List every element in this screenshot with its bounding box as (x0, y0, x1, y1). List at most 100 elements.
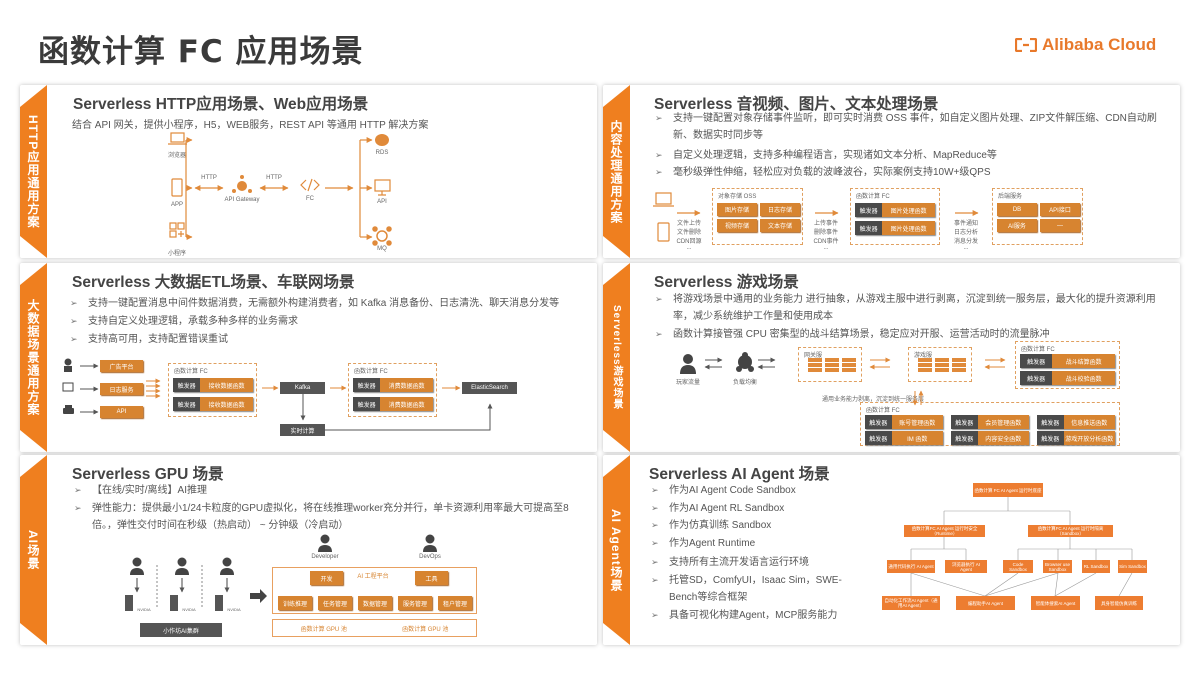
trigger-label: 触发器 (855, 221, 883, 235)
backend-item: DB (997, 203, 1037, 216)
backend-group: 后端服务 DB API接口 AI服务 — (992, 188, 1083, 245)
tree-node-l3: RL Sandbox (1082, 560, 1110, 573)
side-tab-gpu: AI场景 (20, 455, 47, 645)
trigger-function: 触发器消费数据函数 (353, 397, 433, 411)
group-caption: 函数计算 FC (174, 369, 208, 375)
event-label: 事件通知 (953, 221, 979, 227)
protocol-label: HTTP (201, 175, 217, 181)
gpu-pool-label: 函数计算 GPU 池 (402, 626, 449, 633)
bullet: 支持一键配置消息中间件数据消费，无需额外构建消费者，如 Kafka 消息备份、日… (70, 295, 559, 312)
elasticsearch-box: ElasticSearch (462, 382, 517, 394)
client-label: 浏览器 (167, 153, 187, 159)
backend-item: API接口 (1040, 203, 1080, 216)
gateway-server-group: 网关服 (798, 347, 862, 382)
event-label: 上传事件 (813, 221, 839, 227)
lb-label: 负载均衡 (732, 380, 758, 386)
function-label: 接收数据函数 (200, 378, 253, 392)
side-tab-label: AI Agent场景 (609, 508, 623, 592)
trigger-function: 触发器图片处理函数 (855, 221, 935, 235)
cluster-box: 小作坊AI集群 (140, 623, 222, 637)
side-tab-label: HTTP应用通用方案 (26, 114, 40, 229)
event-label: 消息分发 (953, 239, 979, 245)
gpu-server-icons (125, 595, 223, 611)
panel-title: Serverless HTTP应用场景、Web应用场景 (73, 96, 369, 113)
function-label: 账号管理函数 (891, 415, 943, 429)
function-label: 信息推送函数 (1063, 415, 1115, 429)
protocol-label: HTTP (266, 175, 282, 181)
trigger-function: 触发器内容安全函数 (951, 431, 1029, 445)
mq-icon (372, 226, 392, 246)
nvidia-label: NVIDIA (182, 607, 196, 612)
oss-group: 对象存储 OSS 图片存储 日志存储 视频存储 文本存储 (712, 188, 803, 245)
tree-node-l4: 智能体搜索AI Agent (1031, 596, 1080, 610)
panel-title: Serverless 游戏场景 (654, 274, 799, 291)
trigger-function: 触发器战斗校验函数 (1020, 371, 1115, 385)
function-label: 消费数据函数 (380, 378, 433, 392)
event-label: ... (686, 245, 692, 251)
http-diagram (168, 132, 392, 246)
bullet: 作为仿真训练 Sandbox (651, 517, 771, 534)
api-icon (374, 179, 391, 196)
tree-node-l3: 浏览器执行 AI Agent (945, 560, 987, 573)
trigger-label: 触发器 (951, 431, 978, 445)
oss-item: 图片存储 (717, 203, 757, 216)
function-label: 图片处理函数 (882, 221, 935, 235)
browser-icon (170, 132, 185, 143)
trigger-label: 触发器 (1020, 371, 1053, 385)
gpu-diagram (125, 534, 437, 611)
event-label: 文件上传 (676, 221, 702, 227)
trigger-label: 触发器 (1037, 431, 1064, 445)
platform-top-item: 工具 (415, 571, 448, 585)
trigger-function: 触发器账号管理函数 (865, 415, 943, 429)
tree-node-l4: 编程助手AI Agent (956, 596, 1015, 610)
panel-gpu: AI场景 Serverless GPU 场景 【在线/实时/离线】AI推理 弹性… (20, 455, 597, 645)
trigger-label: 触发器 (173, 378, 201, 392)
trigger-function: 触发器接收数据函数 (173, 378, 253, 392)
agent-tree-lines (910, 497, 1133, 597)
user-icon (64, 358, 72, 372)
client-label: APP (170, 202, 184, 208)
gpu-pool-box: 函数计算 GPU 池 函数计算 GPU 池 (272, 619, 477, 637)
load-balancer-icon (736, 352, 754, 372)
event-label: 日志分析 (953, 230, 979, 236)
note-label: 通用业务能力剥离，沉淀到统一服务层 (821, 397, 925, 403)
fc-group: 函数计算 FC 触发器接收数据函数 触发器接收数据函数 (168, 363, 257, 417)
bullet: 作为AI Agent Code Sandbox (651, 482, 796, 499)
bullet: 作为AI Agent RL Sandbox (651, 500, 784, 517)
backend-item: — (1040, 219, 1080, 232)
tree-node-l3: Code Sandbox (1003, 560, 1033, 573)
ai-platform-box: AI 工程平台 开发 工具 训练推理 任务管理 数据管理 服务管理 租户管理 (272, 567, 477, 614)
phone-icon (171, 178, 183, 197)
bullet: 弹性能力：提供最小1/24卡粒度的GPU虚拟化，将在线推理worker充分并行，… (74, 500, 582, 534)
fc-icon (300, 178, 320, 192)
bullet: 支持高可用，支持配置错误重试 (70, 331, 228, 348)
panel-media: 内容处理通用方案 Serverless 音视频、图片、文本处理场景 支持一键配置… (603, 85, 1180, 258)
bullet: 毫秒级弹性伸缩，轻松应对负载的波峰波谷，实际案例支持10W+级QPS (655, 164, 991, 181)
trigger-function: 触发器消费数据函数 (353, 378, 433, 392)
bullet: 【在线/实时/离线】AI推理 (74, 482, 207, 499)
backend-label: RDS (375, 150, 389, 156)
oss-item: 视频存储 (717, 219, 757, 232)
panel-title: Serverless 大数据ETL场景、车联网场景 (72, 274, 355, 291)
platform-caption: AI 工程平台 (357, 574, 389, 580)
function-label: 战斗结算函数 (1052, 354, 1115, 368)
event-label: ... (823, 245, 829, 251)
group-caption: 对象存储 OSS (718, 194, 757, 200)
platform-top-item: 开发 (310, 571, 343, 585)
function-label: 消费数据函数 (380, 397, 433, 411)
big-arrow-icon (250, 589, 267, 603)
phone-icon (657, 222, 670, 242)
laptop-icon (655, 192, 672, 205)
side-tab-label: AI场景 (26, 530, 40, 570)
rds-icon (375, 134, 389, 146)
realtime-compute-box: 实时计算 (280, 424, 325, 436)
event-label: 文件删除 (676, 230, 702, 236)
player-label: 玩家流量 (675, 380, 701, 386)
event-label: ... (963, 245, 969, 251)
nvidia-label: NVIDIA (137, 607, 151, 612)
bullet: 自定义处理逻辑，支持多种编程语言，实现诸如文本分析、MapReduce等 (655, 147, 997, 164)
backend-label: MQ (377, 246, 387, 252)
etl-diagram (62, 358, 493, 431)
backend-item: AI服务 (997, 219, 1037, 232)
